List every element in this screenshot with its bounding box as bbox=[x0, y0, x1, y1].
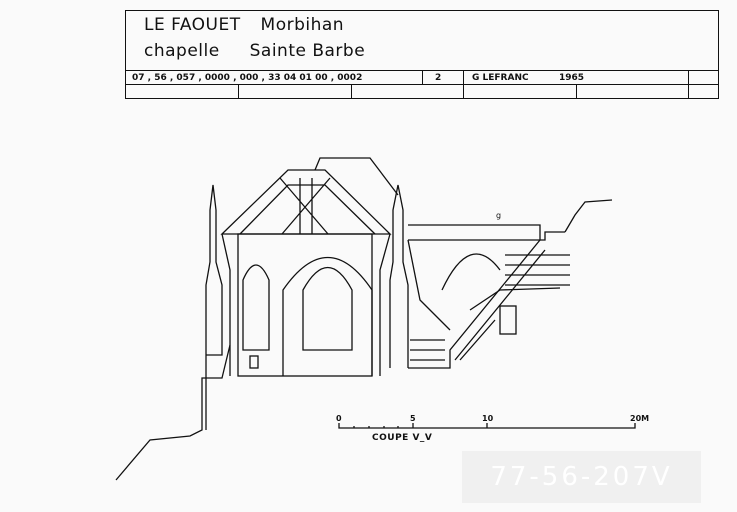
left-window bbox=[242, 264, 270, 351]
small-door bbox=[249, 355, 259, 369]
year: 1965 bbox=[559, 73, 585, 83]
archive-stamp: 77-56-207V bbox=[462, 451, 701, 503]
center-window bbox=[302, 266, 353, 351]
sheet-number: 2 bbox=[435, 73, 442, 83]
ground-line bbox=[115, 344, 231, 481]
arch bbox=[441, 253, 501, 291]
section-label: COUPE V_V bbox=[372, 433, 433, 443]
stair-steps bbox=[410, 254, 570, 361]
stair-rail-2 bbox=[454, 249, 546, 361]
title-line-2: chapelle Sainte Barbe bbox=[144, 41, 389, 61]
title-block: LE FAOUET Morbihan chapelle Sainte Barbe… bbox=[125, 10, 719, 99]
side-walls bbox=[221, 233, 391, 376]
divider bbox=[463, 70, 464, 98]
divider bbox=[126, 84, 718, 85]
left-buttress bbox=[205, 184, 223, 430]
building-type: chapelle bbox=[144, 41, 220, 61]
right-buttress bbox=[389, 184, 409, 368]
roof-truss bbox=[239, 184, 376, 235]
scale-tick-10: 10 bbox=[482, 414, 494, 423]
commune: LE FAOUET bbox=[144, 15, 241, 35]
rock-outline bbox=[407, 239, 561, 331]
building-name: Sainte Barbe bbox=[249, 41, 366, 61]
balustrade bbox=[408, 224, 541, 241]
scale-bar bbox=[338, 423, 636, 429]
scale-tick-5: 5 bbox=[410, 414, 416, 423]
divider bbox=[422, 70, 423, 84]
door bbox=[499, 305, 517, 335]
divider bbox=[238, 84, 239, 98]
scale-tick-0: 0 bbox=[336, 414, 342, 423]
author: G LEFRANC bbox=[472, 73, 529, 83]
scale-tick-20: 20M bbox=[630, 414, 650, 423]
rear-roof bbox=[314, 157, 399, 196]
title-line-1: LE FAOUET Morbihan bbox=[144, 15, 358, 35]
ground-line-right bbox=[564, 199, 613, 233]
annotation-letter: g bbox=[496, 211, 502, 220]
divider bbox=[576, 84, 577, 98]
center-arch bbox=[282, 256, 373, 376]
truss-braces bbox=[279, 177, 331, 235]
divider bbox=[351, 84, 352, 98]
staircase-rail bbox=[408, 231, 565, 369]
department: Morbihan bbox=[260, 15, 345, 35]
divider bbox=[688, 70, 689, 98]
reference-code: 07 , 56 , 057 , 0000 , 000 , 33 04 01 00… bbox=[132, 73, 363, 83]
